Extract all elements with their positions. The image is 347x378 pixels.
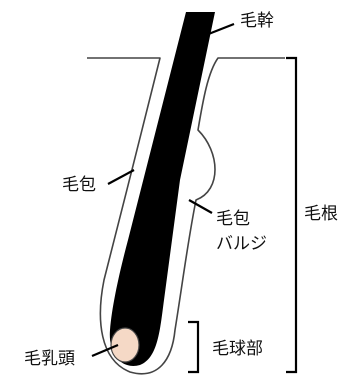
hair-root-bracket bbox=[286, 56, 298, 374]
bulge-label-line1: 毛包 bbox=[216, 209, 250, 229]
bulge-label-line2: バルジ bbox=[216, 234, 267, 254]
hair-root-label: 毛根 bbox=[304, 204, 338, 224]
hair-follicle-leader bbox=[107, 169, 135, 185]
dermal-papilla bbox=[110, 327, 140, 363]
hair-follicle-label: 毛包 bbox=[62, 175, 96, 195]
hair-shaft bbox=[109, 12, 215, 366]
follicle-outline bbox=[87, 57, 285, 375]
dermal-papilla-label: 毛乳頭 bbox=[24, 349, 75, 369]
bulge-leader bbox=[188, 199, 213, 214]
hair-bulb-bracket bbox=[188, 320, 200, 374]
hair-shaft-leader bbox=[205, 22, 235, 37]
papilla-leader bbox=[91, 343, 119, 358]
hair-shaft-label: 毛幹 bbox=[240, 10, 274, 31]
hair-bulb-label: 毛球部 bbox=[212, 339, 263, 359]
